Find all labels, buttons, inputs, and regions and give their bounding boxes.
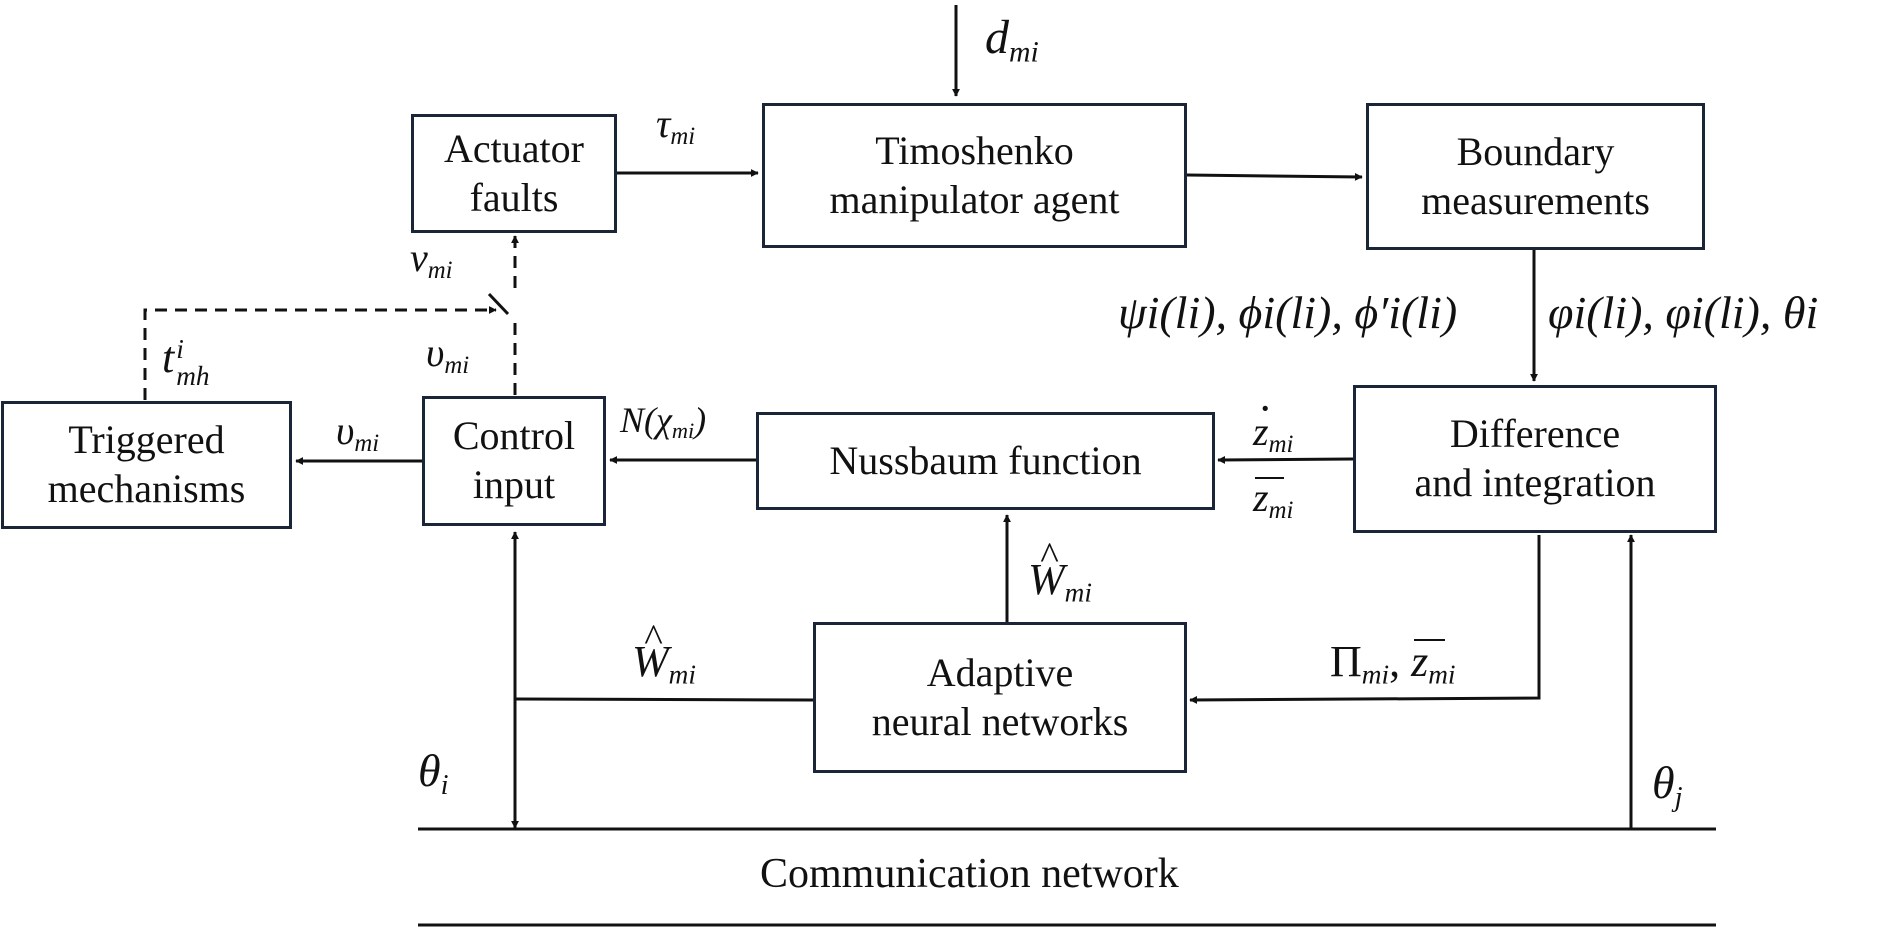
label-d-mi: dmi (985, 11, 1039, 69)
communication-network-label: Communication network (760, 851, 1179, 897)
label-pi-zbar-mi: Πmi, zmi (1330, 637, 1456, 690)
timoshenko-line1: Timoshenko (875, 127, 1074, 173)
triggered-line2: mechanisms (47, 466, 246, 511)
label-theta-j: θj (1652, 757, 1683, 813)
difference-line1: Difference (1449, 411, 1621, 457)
arrow-difference-to-adaptive (1189, 535, 1541, 704)
label-z-dot-mi: zmi (1253, 387, 1293, 458)
actuator-faults-block: Actuator faults (411, 114, 617, 233)
label-w-hat-mi-right: Wmi (1028, 537, 1092, 607)
nussbaum-line1: Nussbaum function (829, 437, 1142, 483)
label-v-mi-top: vmi (410, 235, 453, 284)
line-adaptive-to-control (514, 697, 814, 702)
label-tau-mi: τmi (656, 101, 696, 150)
triggered-mechanisms-block: Triggered mechanisms (1, 401, 292, 529)
control-line1: Control (452, 413, 576, 459)
control-input-block: Control input (422, 396, 606, 526)
boundary-measurements-block: Boundary measurements (1366, 103, 1705, 250)
boundary-line1: Boundary (1456, 128, 1615, 174)
label-w-hat-mi-left: Wmi (632, 619, 696, 689)
label-z-bar-mi: zmi (1253, 475, 1294, 524)
dashed-trigger-to-switch (143, 306, 497, 400)
label-upsilon-mi-mid: υmi (426, 330, 470, 379)
timoshenko-block: Timoshenko manipulator agent (762, 103, 1187, 248)
adaptive-nn-block: Adaptive neural networks (813, 622, 1187, 773)
arrow-timoshenko-to-boundary (1186, 172, 1363, 181)
triggered-line1: Triggered (68, 417, 225, 463)
label-measurements-left: ψi(li), ϕi(li), ϕ′i(li) (1118, 287, 1458, 338)
adaptive-line1: Adaptive (926, 649, 1074, 695)
control-line2: input (472, 462, 556, 507)
switch-blade (487, 292, 510, 316)
label-upsilon-mi-left: υmi (336, 408, 380, 457)
difference-integration-block: Difference and integration (1353, 385, 1717, 533)
label-theta-i: θi (418, 745, 449, 801)
nussbaum-function-block: Nussbaum function (756, 412, 1215, 510)
timoshenko-line2: manipulator agent (829, 176, 1120, 222)
label-n-chi: N(χmi) (620, 400, 707, 444)
arrow-difference-to-nussbaum (1217, 455, 1354, 464)
difference-line2: and integration (1414, 460, 1656, 505)
boundary-line2: measurements (1421, 177, 1650, 223)
actuator-line2: faults (469, 174, 559, 220)
adaptive-line2: neural networks (871, 698, 1129, 744)
actuator-line1: Actuator (444, 125, 584, 171)
label-measurements-right: φi(li), φi(li), θi (1548, 287, 1819, 338)
